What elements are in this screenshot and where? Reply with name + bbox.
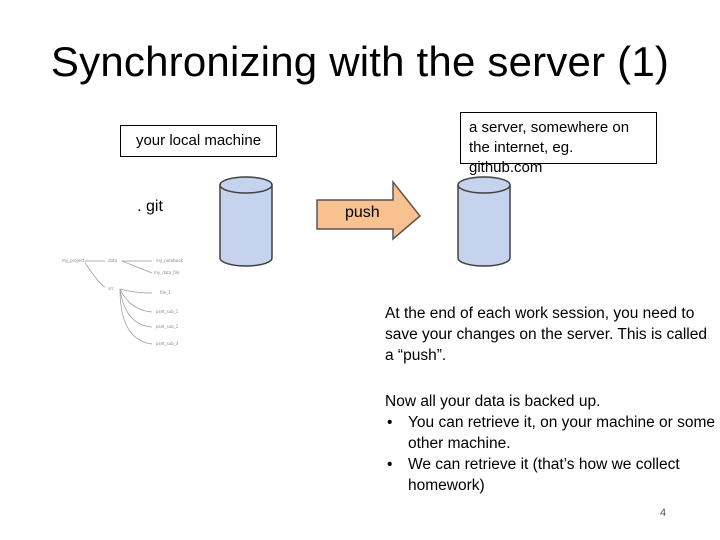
local-machine-label: your local machine	[120, 125, 277, 157]
bullet-text: You can retrieve it, on your machine or …	[408, 414, 716, 452]
tree-node-file: file_1	[160, 290, 171, 295]
tree-node-file: my_notebook	[156, 258, 184, 263]
push-arrow	[316, 179, 422, 241]
bullet-icon: •	[387, 456, 393, 473]
explanation-paragraph: At the end of each work session, you nee…	[385, 305, 707, 364]
local-repo-cylinder	[219, 176, 273, 267]
bullet-item: • You can retrieve it, on your machine or…	[385, 412, 715, 454]
tree-node-file: pset_sub_3	[156, 341, 179, 346]
push-label: push	[345, 204, 380, 221]
git-folder-label: . git	[137, 198, 163, 215]
backup-intro: Now all your data is backed up.	[385, 393, 601, 410]
tree-node-file: pset_sub_1	[156, 309, 179, 314]
tree-node-dir: src	[108, 286, 114, 291]
tree-node-root: my_project	[62, 258, 85, 263]
bullet-item: • We can retrieve it (that’s how we colle…	[385, 454, 715, 496]
server-repo-cylinder	[457, 176, 511, 267]
bullet-text: We can retrieve it (that’s how we collec…	[408, 456, 680, 494]
page-number: 4	[660, 507, 667, 519]
tree-node-dir: data	[108, 258, 118, 263]
backup-paragraph: Now all your data is backed up. • You can…	[385, 391, 715, 496]
bullet-list: • You can retrieve it, on your machine or…	[385, 412, 715, 496]
tree-node-file: pset_sub_2	[156, 324, 179, 329]
server-label: a server, somewhere on the internet, eg.…	[460, 112, 657, 176]
file-tree	[84, 260, 153, 345]
bullet-icon: •	[387, 414, 393, 431]
tree-node-file: my_data_file	[154, 270, 180, 275]
slide-title: Synchronizing with the server (1)	[50, 38, 670, 85]
